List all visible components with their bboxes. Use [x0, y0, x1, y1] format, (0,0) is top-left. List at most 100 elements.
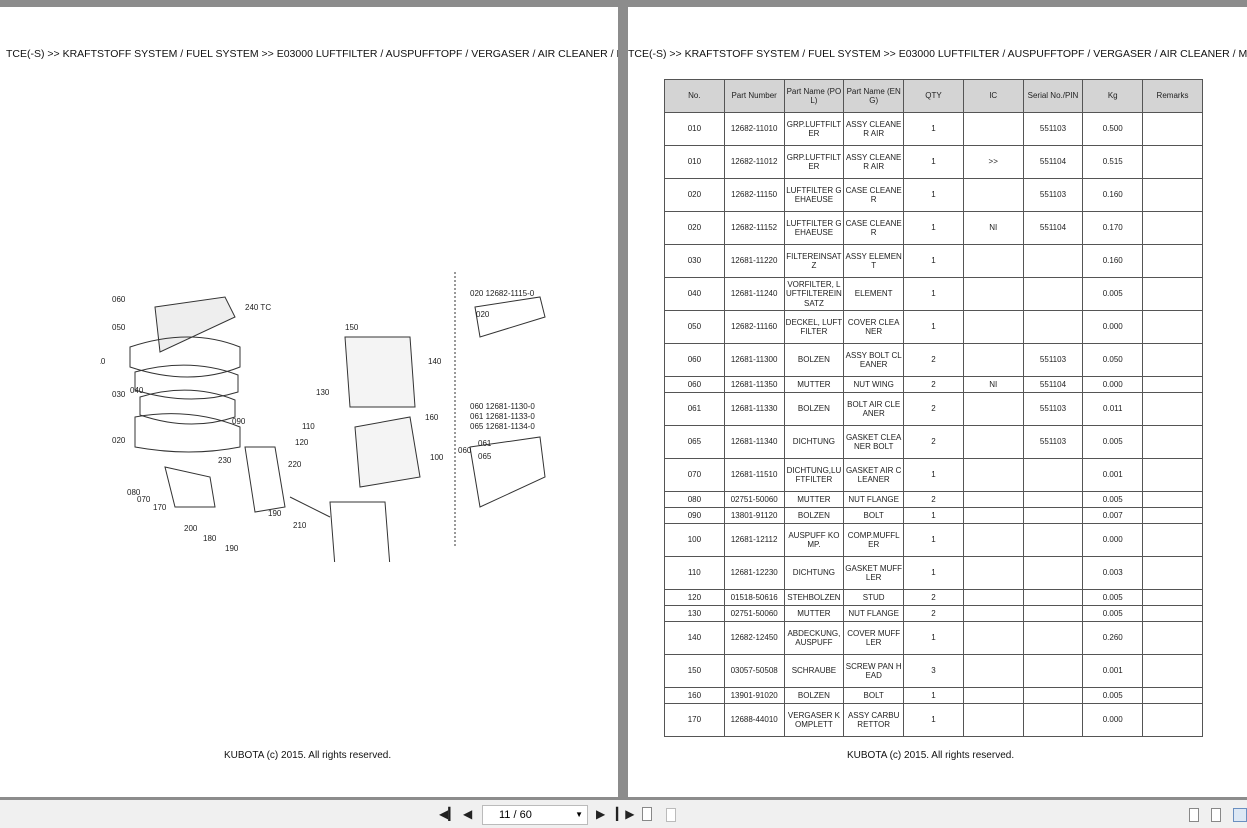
table-cell [1142, 112, 1203, 146]
table-cell [1022, 703, 1084, 737]
rotate-icon[interactable] [642, 807, 652, 821]
table-cell: 0.515 [1082, 145, 1144, 179]
column-header: QTY [903, 79, 964, 113]
callout-label: 180 [203, 534, 217, 543]
last-page-icon[interactable]: ▎▶ [616, 807, 635, 821]
inset-label: 020 [476, 310, 490, 319]
table-cell [1022, 654, 1084, 688]
table-cell [1142, 310, 1203, 344]
table-cell [962, 589, 1024, 606]
callout-label: 170 [153, 503, 167, 512]
table-cell: 0.005 [1082, 589, 1144, 606]
table-cell [1142, 523, 1203, 557]
table-cell: 12682-11010 [723, 112, 785, 146]
table-cell: 0.005 [1082, 687, 1144, 704]
table-cell [1142, 491, 1203, 508]
table-cell [962, 343, 1024, 377]
table-cell: BOLT [843, 507, 905, 524]
table-cell: 03057-50508 [723, 654, 785, 688]
first-page-icon[interactable]: ◀▎ [439, 807, 458, 821]
table-cell [1142, 376, 1203, 393]
table-cell: NI [962, 211, 1024, 245]
fit-icon[interactable] [666, 808, 676, 822]
table-cell: STEHBOLZEN [783, 589, 845, 606]
table-cell: DECKEL, LUFTFILTER [783, 310, 845, 344]
table-cell: 12681-11350 [723, 376, 785, 393]
page-header: TCE(-S) >> KRAFTSTOFF SYSTEM / FUEL SYST… [6, 48, 618, 60]
table-cell: MUTTER [783, 605, 845, 622]
table-cell: 2 [903, 392, 964, 426]
table-cell: VORFILTER, LUFTFILTEREINSATZ [783, 277, 845, 311]
chevron-down-icon: ▼ [575, 810, 583, 819]
table-cell: 12688-44010 [723, 703, 785, 737]
table-cell: 1 [903, 556, 964, 590]
table-cell [1022, 277, 1084, 311]
table-cell: DICHTUNG [783, 425, 845, 459]
table-cell: BOLZEN [783, 507, 845, 524]
table-cell: 2 [903, 605, 964, 622]
continuous-view-icon[interactable] [1211, 808, 1221, 822]
callout-label: 220 [288, 460, 302, 469]
table-cell: NI [962, 376, 1024, 393]
table-cell: 0.000 [1082, 310, 1144, 344]
table-cell [962, 556, 1024, 590]
table-cell: 0.000 [1082, 376, 1144, 393]
table-cell [962, 703, 1024, 737]
table-cell [1022, 687, 1084, 704]
column-header: Kg [1082, 79, 1144, 113]
page-number-select[interactable]: 11 / 60 ▼ [482, 805, 588, 825]
column-header: Part Number [723, 79, 785, 113]
callout-label: 240 TC [245, 303, 271, 312]
pdf-page-left: TCE(-S) >> KRAFTSTOFF SYSTEM / FUEL SYST… [0, 7, 618, 797]
table-cell: 020 [664, 178, 725, 212]
table-cell: 0.000 [1082, 523, 1144, 557]
table-cell: ASSY BOLT CLEANER [843, 343, 905, 377]
table-cell [1142, 458, 1203, 492]
next-page-icon[interactable]: ▶ [596, 807, 606, 821]
table-cell [962, 112, 1024, 146]
table-cell: 551103 [1022, 178, 1084, 212]
table-cell [1142, 343, 1203, 377]
table-cell [1022, 556, 1084, 590]
column-header: Remarks [1142, 79, 1203, 113]
table-cell: 1 [903, 703, 964, 737]
table-cell [1142, 425, 1203, 459]
table-cell: 070 [664, 458, 725, 492]
table-cell [1142, 654, 1203, 688]
table-cell [1022, 458, 1084, 492]
table-cell [1142, 277, 1203, 311]
table-cell: 551103 [1022, 343, 1084, 377]
table-cell: 551103 [1022, 112, 1084, 146]
table-cell [1142, 145, 1203, 179]
table-cell [1022, 621, 1084, 655]
table-cell: 010 [664, 112, 725, 146]
table-cell: 020 [664, 211, 725, 245]
table-cell [962, 178, 1024, 212]
table-cell: 2 [903, 343, 964, 377]
table-cell [962, 244, 1024, 278]
callout-label: 100 [430, 453, 444, 462]
table-cell: 140 [664, 621, 725, 655]
table-cell: 12681-11330 [723, 392, 785, 426]
previous-page-icon[interactable]: ◀ [463, 807, 473, 821]
single-page-view-icon[interactable] [1189, 808, 1199, 822]
table-cell: 0.000 [1082, 703, 1144, 737]
table-cell: 1 [903, 621, 964, 655]
table-cell: 0.003 [1082, 556, 1144, 590]
table-cell: NUT FLANGE [843, 491, 905, 508]
callout-label: 230 [218, 456, 232, 465]
table-cell: 12681-11220 [723, 244, 785, 278]
facing-view-icon[interactable] [1233, 808, 1247, 822]
column-header: Part Name (ENG) [843, 79, 905, 113]
